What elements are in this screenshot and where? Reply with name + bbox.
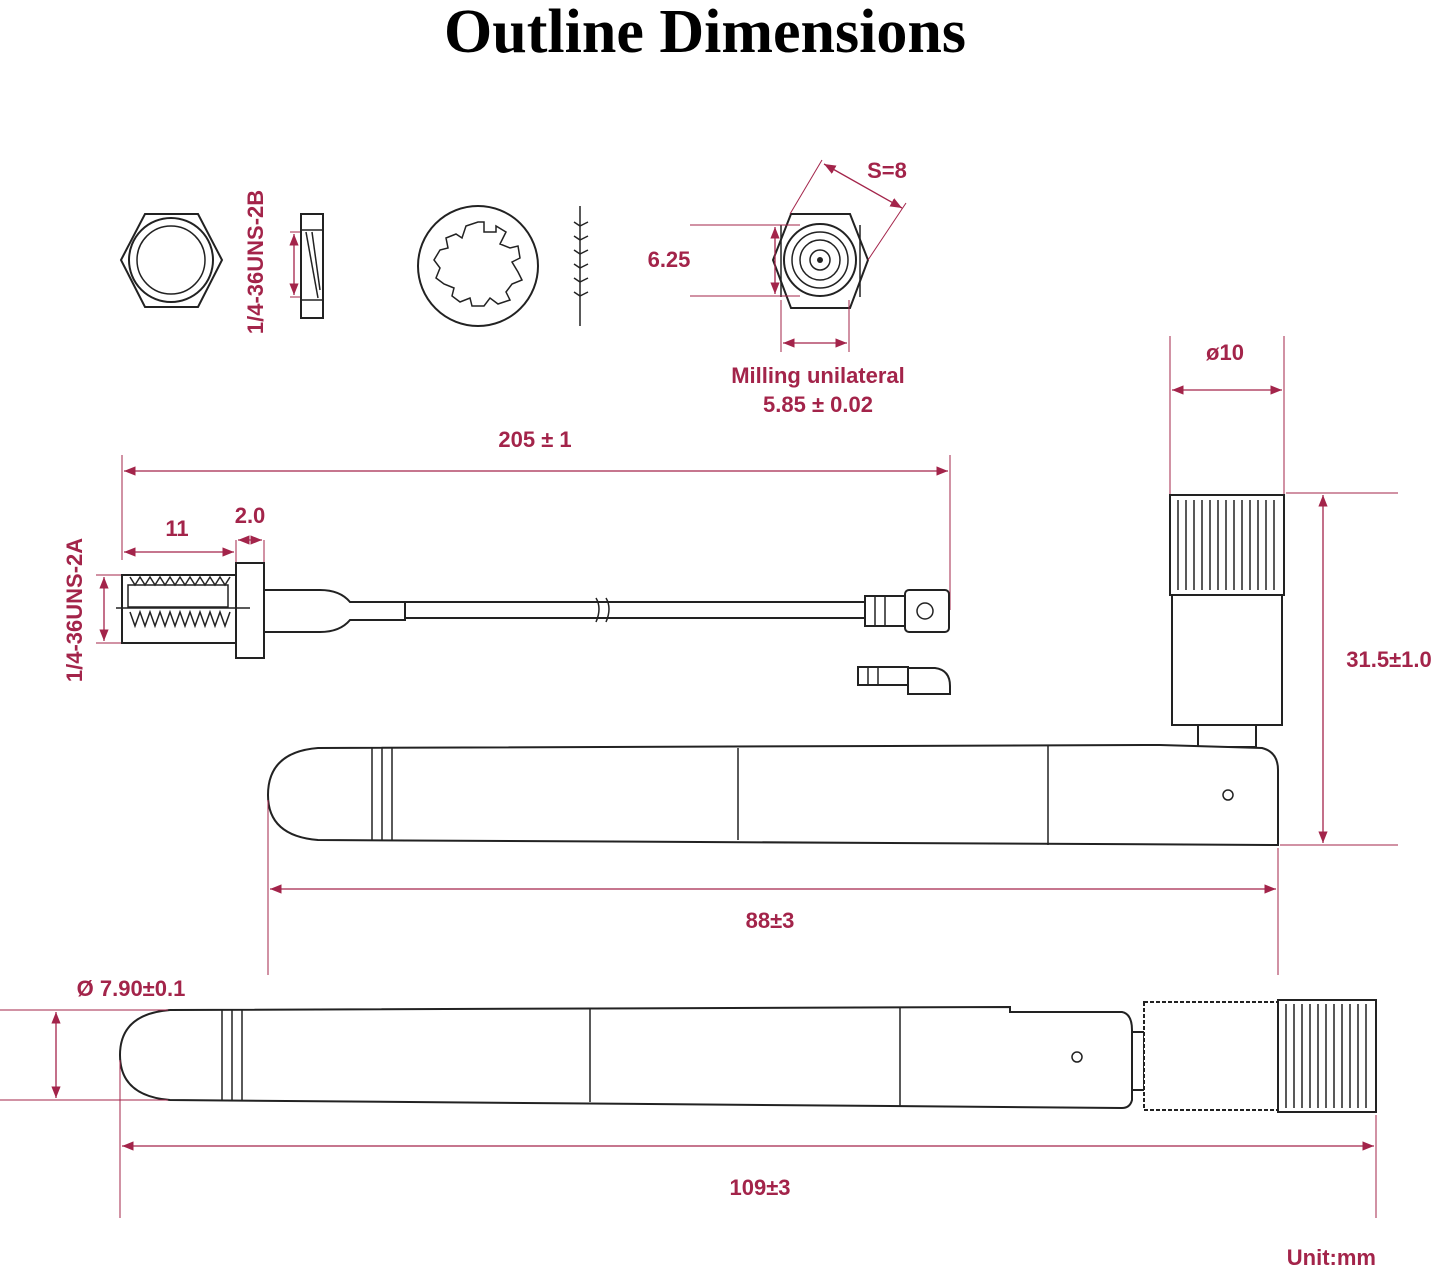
nut-thread-label: 1/4-36UNS-2B bbox=[243, 190, 268, 334]
cable-length-label: 205 ± 1 bbox=[498, 427, 571, 452]
hex-size-label: S=8 bbox=[867, 158, 907, 183]
antenna-diameter-label: Ø 7.90±0.1 bbox=[77, 976, 186, 1001]
flange-width-label: 2.0 bbox=[235, 503, 266, 528]
milling-label: Milling unilateral bbox=[731, 363, 905, 388]
connector-thread-label: 1/4-36UNS-2A bbox=[62, 538, 87, 682]
hex-height-label: 6.25 bbox=[648, 247, 691, 272]
thread-length-label: 11 bbox=[165, 516, 188, 541]
hex-nut-front-view bbox=[119, 213, 224, 308]
antenna-diameter-top-label: ø10 bbox=[1206, 340, 1244, 365]
straight-antenna bbox=[118, 999, 1377, 1113]
unit-label: Unit:mm bbox=[1287, 1245, 1376, 1270]
page-title: Outline Dimensions bbox=[444, 0, 966, 66]
lock-washer-side-view bbox=[573, 206, 589, 326]
connector-end-view bbox=[771, 213, 870, 309]
coaxial-cable bbox=[263, 589, 866, 633]
hex-nut-side-view bbox=[300, 213, 324, 319]
ipex-connector bbox=[864, 589, 950, 633]
folded-length-label: 88±3 bbox=[746, 908, 795, 933]
straight-length-label: 109±3 bbox=[729, 1175, 790, 1200]
lock-washer-front-view bbox=[417, 205, 539, 327]
folded-height-label: 31.5±1.0 bbox=[1346, 647, 1431, 672]
sma-bulkhead-connector bbox=[116, 562, 265, 659]
folded-antenna bbox=[266, 494, 1285, 847]
ipex-connector-side-view bbox=[857, 666, 951, 695]
milling-value: 5.85 ± 0.02 bbox=[763, 392, 873, 417]
